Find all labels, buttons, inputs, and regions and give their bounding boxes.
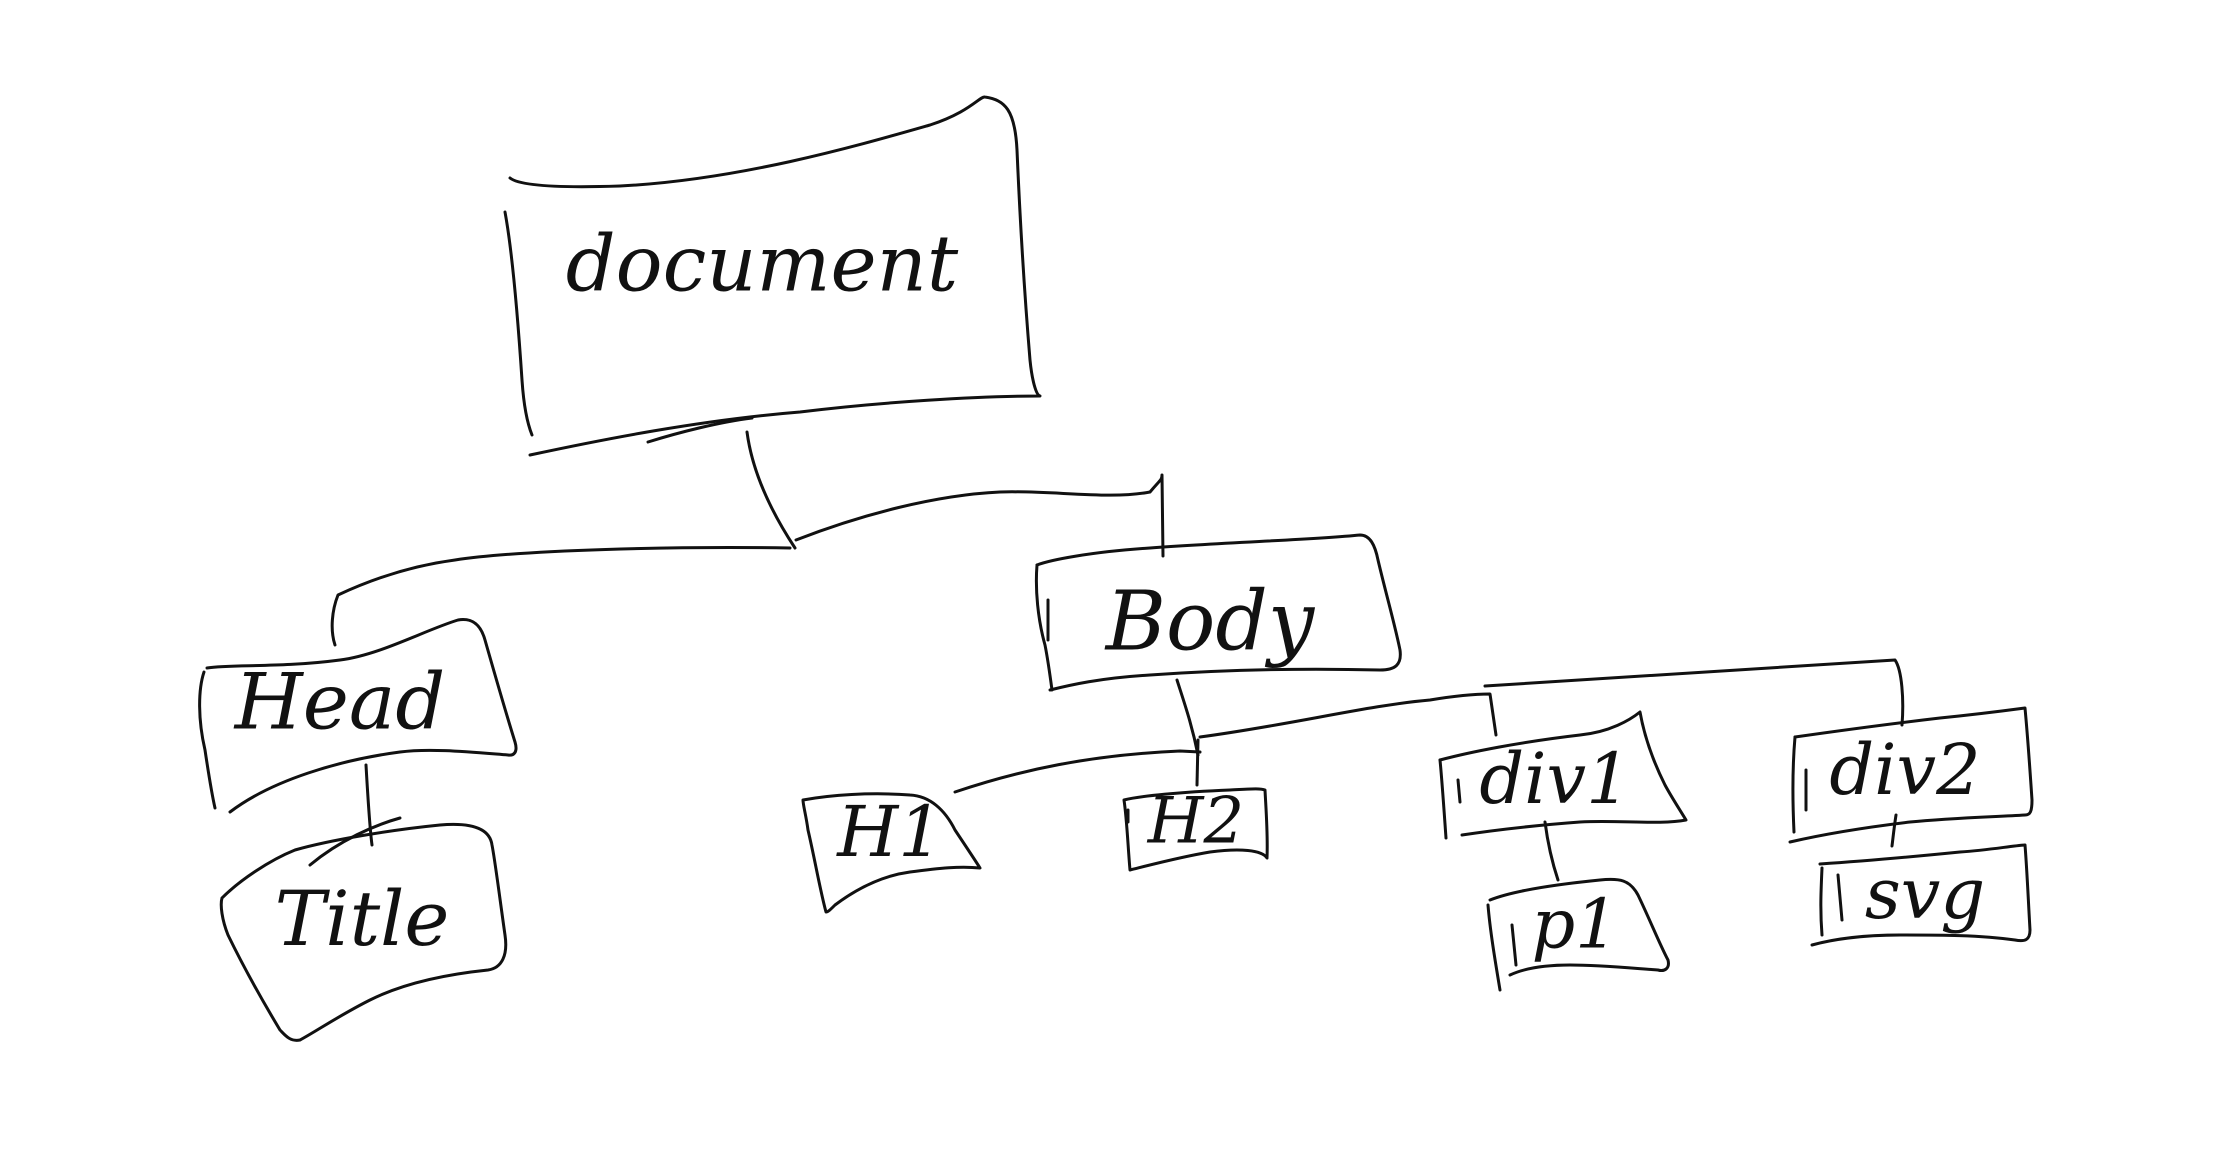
node-div1: div1 [1438, 710, 1688, 840]
node-div2-box [1788, 706, 2034, 844]
node-div2: div2 [1788, 706, 2034, 844]
node-div1-label: div1 [1479, 738, 1630, 820]
node-p1-box-left [1486, 903, 1502, 992]
node-p1: p1 [1486, 877, 1670, 992]
edge-body-div2 [1483, 658, 1905, 727]
edge-head-title-cross [308, 816, 402, 867]
node-h2: H2 [1122, 785, 1269, 872]
node-head-label: Head [233, 658, 446, 748]
node-svg: svg [1810, 843, 2032, 947]
edge-document-head [330, 546, 792, 647]
node-head-box [205, 618, 518, 814]
connectors [308, 430, 1905, 882]
node-svg-label: svg [1865, 853, 1985, 935]
edge-document-down [745, 430, 797, 550]
node-document-box-left [503, 210, 534, 437]
edge-div2-svg [1890, 813, 1898, 848]
edge-body-div1 [1198, 692, 1498, 739]
node-h1: H1 [801, 791, 982, 914]
node-p1-box-tick [1510, 923, 1518, 967]
node-div2-label: div2 [1829, 729, 1980, 811]
node-div1-box-tick [1456, 778, 1462, 804]
node-p1-box [1488, 877, 1670, 977]
node-body-box [1035, 533, 1402, 692]
edge-body-down [1175, 678, 1200, 757]
node-document-box [508, 95, 1042, 457]
node-h2-box [1122, 787, 1269, 872]
node-p1-label: p1 [1532, 886, 1619, 965]
node-div1-box-left [1438, 758, 1448, 840]
node-body: Body [1034, 533, 1402, 692]
node-title: Title [219, 822, 508, 1042]
node-document: document [503, 95, 1042, 457]
edge-div1-p1 [1543, 820, 1560, 882]
node-h1-box [801, 792, 982, 914]
node-div1-box [1438, 710, 1688, 837]
node-div2-box-left [1791, 735, 1797, 834]
node-svg-box-tick [1836, 873, 1844, 922]
nodes: document Head Title Body [198, 95, 2034, 1042]
node-h2-label: H2 [1147, 785, 1245, 859]
edge-head-title [364, 763, 374, 847]
node-title-box [219, 822, 508, 1042]
node-svg-box-left [1819, 866, 1824, 937]
edge-document-body [794, 473, 1165, 558]
node-head: Head [198, 618, 518, 814]
node-h1-label: H1 [835, 791, 943, 873]
edge-body-h2 [1195, 738, 1200, 787]
node-body-label: Body [1104, 575, 1316, 670]
edge-body-h1 [953, 749, 1202, 794]
node-body-box-left [1034, 563, 1054, 692]
node-head-box-left [198, 670, 217, 810]
node-document-box-tick [646, 416, 754, 444]
node-svg-box [1810, 843, 2032, 947]
node-title-label: Title [275, 874, 450, 963]
node-document-label: document [566, 220, 959, 310]
